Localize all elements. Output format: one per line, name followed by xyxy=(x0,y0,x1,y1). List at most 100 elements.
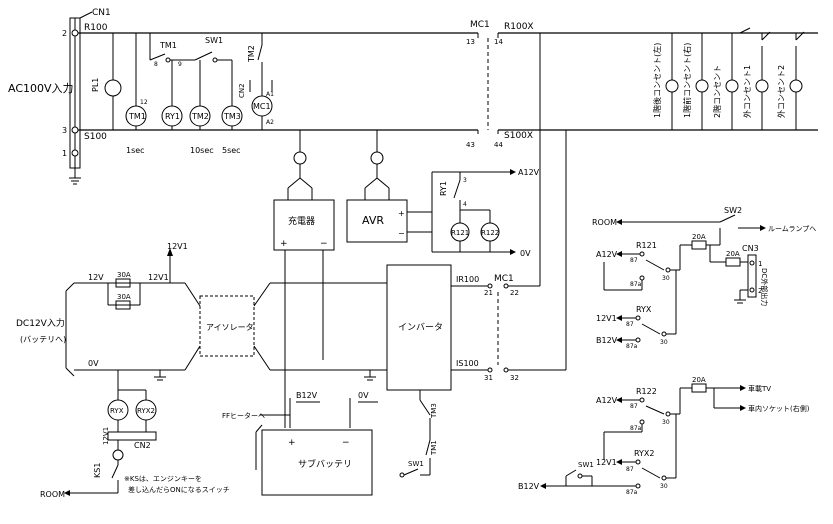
ry1-contact-label: RY1 xyxy=(439,181,448,196)
a12v-r122-label: A12V xyxy=(596,396,618,405)
v12v-label: 12V xyxy=(88,273,104,282)
ryx-relay-contact: RYX 12V1 87 30 B12V 87a xyxy=(596,270,677,350)
cn3-connector: CN3 1 2 DC外部出力 xyxy=(734,244,769,306)
s100x-label: S100X xyxy=(504,131,533,141)
ryx-label: RYX xyxy=(636,305,652,314)
fuse-30a-1-label: 30A xyxy=(117,271,131,279)
mc1-aux-contact: MC1 21 22 31 32 xyxy=(484,33,567,382)
ryx2-30: 30 xyxy=(660,483,668,490)
outlet-4-label: 外コンセント1 xyxy=(742,65,752,118)
fuse-20a-3-label: 20A xyxy=(692,376,706,384)
ry1-pin4: 4 xyxy=(463,201,467,208)
ac-rails: R100 S100 xyxy=(78,23,818,142)
ryx2-87a: 87a xyxy=(626,489,638,496)
pin1-label: 1 xyxy=(62,149,67,158)
fuse-30a-2-label: 30A xyxy=(117,293,131,301)
charger-block: 充電器 + − xyxy=(273,199,335,360)
fuse-20a-1-label: 20A xyxy=(692,233,706,241)
ry1-contact: RY1 3 4 A12V xyxy=(431,168,540,252)
cn3-label: CN3 xyxy=(742,244,759,253)
tm2-contact: TM2 xyxy=(247,33,263,80)
outlet-3-label: 2階コンセント xyxy=(712,65,722,118)
ff-heater-label: FFヒーターへ xyxy=(222,411,265,420)
r121-relay-contact: R121 A12V 87 30 87a 20A 20A xyxy=(596,228,748,291)
outlet-3: 2階コンセント xyxy=(712,33,739,130)
ryx-30: 30 xyxy=(660,339,668,346)
r121-label: R121 xyxy=(636,241,657,250)
pl1-lamp: PL1 xyxy=(91,33,122,130)
dc-out-label: DC外部出力 xyxy=(760,268,769,306)
outlet-5: 外コンセント2 xyxy=(776,31,805,130)
mc1-43: 43 xyxy=(466,141,475,149)
r122-label: R122 xyxy=(636,387,657,396)
dc-input-label: DC12V入力 xyxy=(16,317,65,329)
cn2-small-label: CN2 xyxy=(238,83,246,98)
v12v1-top-label: 12V1 xyxy=(167,242,188,251)
dc-input: DC12V入力 (バッテリへ) 12V 0V xyxy=(16,273,185,377)
fuse-20a-2-label: 20A xyxy=(726,250,740,258)
inverter-switch-contacts: TM3 TM1 SW1 xyxy=(399,390,438,478)
tm1-timer: TM1 12 1sec xyxy=(125,33,148,155)
cn1-connector: CN1 2 3 1 xyxy=(62,8,111,185)
is100-label: IS100 xyxy=(456,359,479,368)
tm1-contact: TM1 8 9 xyxy=(149,33,195,68)
tm1-delay: 1sec xyxy=(126,146,145,155)
ryx2-coil-label: RYX2 xyxy=(137,407,155,415)
outlet-2-label: 1階前コンセント(右) xyxy=(682,43,692,118)
r100-label: R100 xyxy=(84,23,108,33)
r121-87: 87 xyxy=(630,257,638,264)
car-socket-label: 車内ソケット(右側) xyxy=(748,404,810,413)
ryx-coil: RYX xyxy=(107,370,129,432)
r121-30: 30 xyxy=(662,275,670,282)
mc1-a1: A1 xyxy=(266,91,274,98)
mc1-coil-label: MC1 xyxy=(253,102,271,111)
inverter-label: インバータ xyxy=(398,322,443,333)
isolator-label: アイソレータ xyxy=(206,323,254,332)
r121-coil-label: R121 xyxy=(451,229,469,237)
key-note-1: ※KSは、エンジンキーを xyxy=(124,475,202,483)
sw1-switch: SW1 xyxy=(194,36,232,63)
avr-plus: + xyxy=(398,209,405,218)
room-lamp-circuit: ROOM SW2 ルームランプへ xyxy=(592,206,816,233)
mc1-aux-label: MC1 xyxy=(494,274,514,284)
r122-30: 30 xyxy=(662,419,670,426)
charger-label: 充電器 xyxy=(288,215,315,227)
tm1-pin8: 8 xyxy=(154,61,158,68)
car-tv-label: 車載TV xyxy=(748,384,771,393)
tm1-pin13: 12 xyxy=(140,99,148,106)
cn2-connector: CN2 12V1 KS1 ROOM ※KSは、エンジンキーを 差し込んだらONに… xyxy=(40,427,230,499)
charger-minus: − xyxy=(320,239,328,249)
battery-note: (バッテリへ) xyxy=(20,335,66,344)
sub-battery-label: サブバッテリ xyxy=(298,458,352,470)
pl1-label: PL1 xyxy=(91,78,100,92)
fuse-30a-2: 30A xyxy=(115,293,131,310)
r122-87: 87 xyxy=(630,403,638,410)
ks1-label: KS1 xyxy=(93,463,102,478)
a12v-label: A12V xyxy=(518,168,540,177)
outlets: 1階後コンセント(左) 1階前コンセント(右) 2階コンセント 外コンセント1 … xyxy=(652,27,805,130)
isolator-block: アイソレータ xyxy=(184,282,387,371)
ryx2-relay-contact: RYX2 12V1 87 30 87a SW1 B12V xyxy=(518,414,677,496)
r121-coil: R121 xyxy=(450,210,470,252)
b12v-ryx-label: B12V xyxy=(596,336,618,345)
tm1-pin9: 9 xyxy=(178,61,182,68)
mc1-31: 31 xyxy=(484,374,493,382)
outlet-5-label: 外コンセント2 xyxy=(776,65,786,118)
tm3-contact-label: TM3 xyxy=(430,403,438,419)
ry1-coil-label: RY1 xyxy=(165,112,180,121)
zero-v-left-label: 0V xyxy=(88,359,99,368)
v12v1-ryx-label: 12V1 xyxy=(596,314,617,323)
mc1-21: 21 xyxy=(484,289,493,297)
avr-minus: − xyxy=(398,229,405,238)
outlet-4: 外コンセント1 xyxy=(742,31,771,130)
tm3-coil-label: TM3 xyxy=(223,112,241,121)
avr-label: AVR xyxy=(362,214,384,227)
sw2-label: SW2 xyxy=(724,206,742,215)
ryx2-label: RYX2 xyxy=(634,449,655,458)
tm1-contact-label: TM1 xyxy=(159,41,177,50)
r122-87a: 87a xyxy=(630,425,642,432)
ry1-pin3: 3 xyxy=(463,177,467,184)
tm1-coil-label: TM1 xyxy=(128,112,146,121)
s100-label: S100 xyxy=(84,132,107,142)
ryx-coil-label: RYX xyxy=(110,407,124,415)
